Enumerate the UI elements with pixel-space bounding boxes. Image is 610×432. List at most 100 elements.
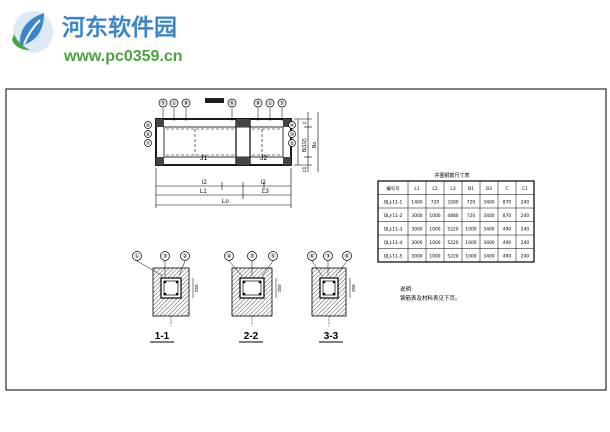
section-dim: 250 <box>277 284 282 292</box>
table-cell: 490 <box>503 253 512 259</box>
drawing-border <box>5 88 607 391</box>
section-dim: 250 <box>194 284 199 292</box>
plan-top-marker-3: ⑥ <box>227 98 237 108</box>
table-cell: 720 <box>431 199 440 205</box>
table-cell: QLJ-11-3 <box>384 226 403 232</box>
section-rebar <box>322 292 326 296</box>
section-rebar <box>175 292 179 296</box>
section-beam <box>239 277 265 299</box>
section-2-2-marker-1: ③ <box>247 251 257 261</box>
table-header-cell: L1 <box>414 186 419 192</box>
section-stirrup <box>242 280 262 296</box>
plan-left-marker-0: ⑨ <box>144 121 152 129</box>
table-cell: 3400 <box>483 213 494 219</box>
table-cell: 490 <box>503 226 512 232</box>
section-1-1-marker-2: ② <box>180 251 190 261</box>
table-cell: 3400 <box>483 199 494 205</box>
plan-left-markers: ⑨⑧⑦ <box>144 121 152 147</box>
section-beam <box>160 277 182 299</box>
section-1-1-marker-1: ③ <box>160 251 170 261</box>
plan-top-marker-5: ① <box>265 98 275 108</box>
plan-top-marker-2: ⑧ <box>181 98 191 108</box>
plan-corner-hatch <box>156 119 291 165</box>
table-header-cell: L3 <box>450 186 455 192</box>
section-1-1-marker-1-label: ③ <box>162 253 167 260</box>
plan-left-marker-1: ⑧ <box>144 130 152 138</box>
section-rebar <box>242 292 246 296</box>
table-cell: 3400 <box>483 253 494 259</box>
table-cell: 870 <box>503 213 512 219</box>
section-1-1-marker-0: ① <box>132 251 142 261</box>
plan-rebar-lines <box>166 128 281 156</box>
dim-bottom-l1: L1 <box>200 189 207 195</box>
section-3-3-marker-1-label: ③ <box>325 253 330 260</box>
table-cell: 1000 <box>465 226 476 232</box>
site-name: 河东软件园 <box>62 14 177 41</box>
table-cell: QLJ-11-4 <box>384 240 403 246</box>
plan-right-marker-2: ② <box>288 139 296 147</box>
notes: 说明: 钢筋表及材料表见下页。 <box>400 285 461 302</box>
table-cell: 3280 <box>447 199 458 205</box>
table-header-cell: C <box>505 186 508 192</box>
table-cell: 1000 <box>429 213 440 219</box>
plan-top-marker-1: ① <box>169 98 179 108</box>
plan-top-marker-1-label: ① <box>171 100 176 107</box>
table-cell: 3400 <box>483 226 494 232</box>
section-rebar <box>332 280 336 284</box>
marker-leaders <box>162 100 283 121</box>
plan-top-marker-4-label: ⑧ <box>255 100 260 107</box>
section-stirrup <box>163 280 179 296</box>
dim-right-c1: c1 <box>302 167 308 173</box>
plan-dimension-lines <box>155 112 319 208</box>
section-label: 3-3 <box>324 331 339 342</box>
table-cell: 240 <box>521 226 530 232</box>
section-rebar <box>258 292 262 296</box>
table-cell: 3000 <box>411 226 422 232</box>
table-title: 井圈钢筋尺寸表 <box>434 172 469 179</box>
plan-detail-tag <box>205 98 224 103</box>
table-cell: 240 <box>521 199 530 205</box>
table-cell: QLJ-11-2 <box>384 213 403 219</box>
table-cell: 3000 <box>411 240 422 246</box>
plan-top-marker-6-label: ⑤ <box>279 100 284 107</box>
dim-right-b: B(1/2) <box>302 138 308 152</box>
table-cell: 1000 <box>429 253 440 259</box>
table-cell: 1000 <box>465 240 476 246</box>
table-cell: 1000 <box>429 226 440 232</box>
plan-top-marker-6: ⑤ <box>277 98 287 108</box>
dim-top-2: l2 <box>261 180 266 186</box>
plan-left-marker-2: ⑦ <box>144 139 152 147</box>
section-rebar <box>175 280 179 284</box>
section-2-2-marker-1-label: ③ <box>249 253 254 260</box>
section-rebar <box>163 280 167 284</box>
plan-outer-wall <box>155 118 292 166</box>
table-cell: 5220 <box>447 240 458 246</box>
section-dim: 250 <box>351 284 356 292</box>
table-cell: 1000 <box>429 240 440 246</box>
section-label: 1-1 <box>155 331 170 342</box>
plan-inner-wall <box>163 126 284 158</box>
section-2-2-marker-2-label: ⑤ <box>270 253 275 260</box>
table-header-cell: B3 <box>486 186 492 192</box>
table-cell: 1400 <box>411 199 422 205</box>
table-cell: 3400 <box>483 240 494 246</box>
plan-top-marker-5-label: ① <box>267 100 272 107</box>
dim-bottom-l3: L3 <box>262 189 269 195</box>
section-1-1-marker-0-label: ① <box>134 253 139 260</box>
table-cell: 3000 <box>411 253 422 259</box>
table-cell: 4880 <box>447 213 458 219</box>
notes-heading: 说明: <box>400 285 413 293</box>
dim-overall: Lo <box>222 199 229 205</box>
plan-top-marker-4: ⑧ <box>253 98 263 108</box>
watermark: 河东软件园 www.pc0359.cn <box>12 11 183 65</box>
